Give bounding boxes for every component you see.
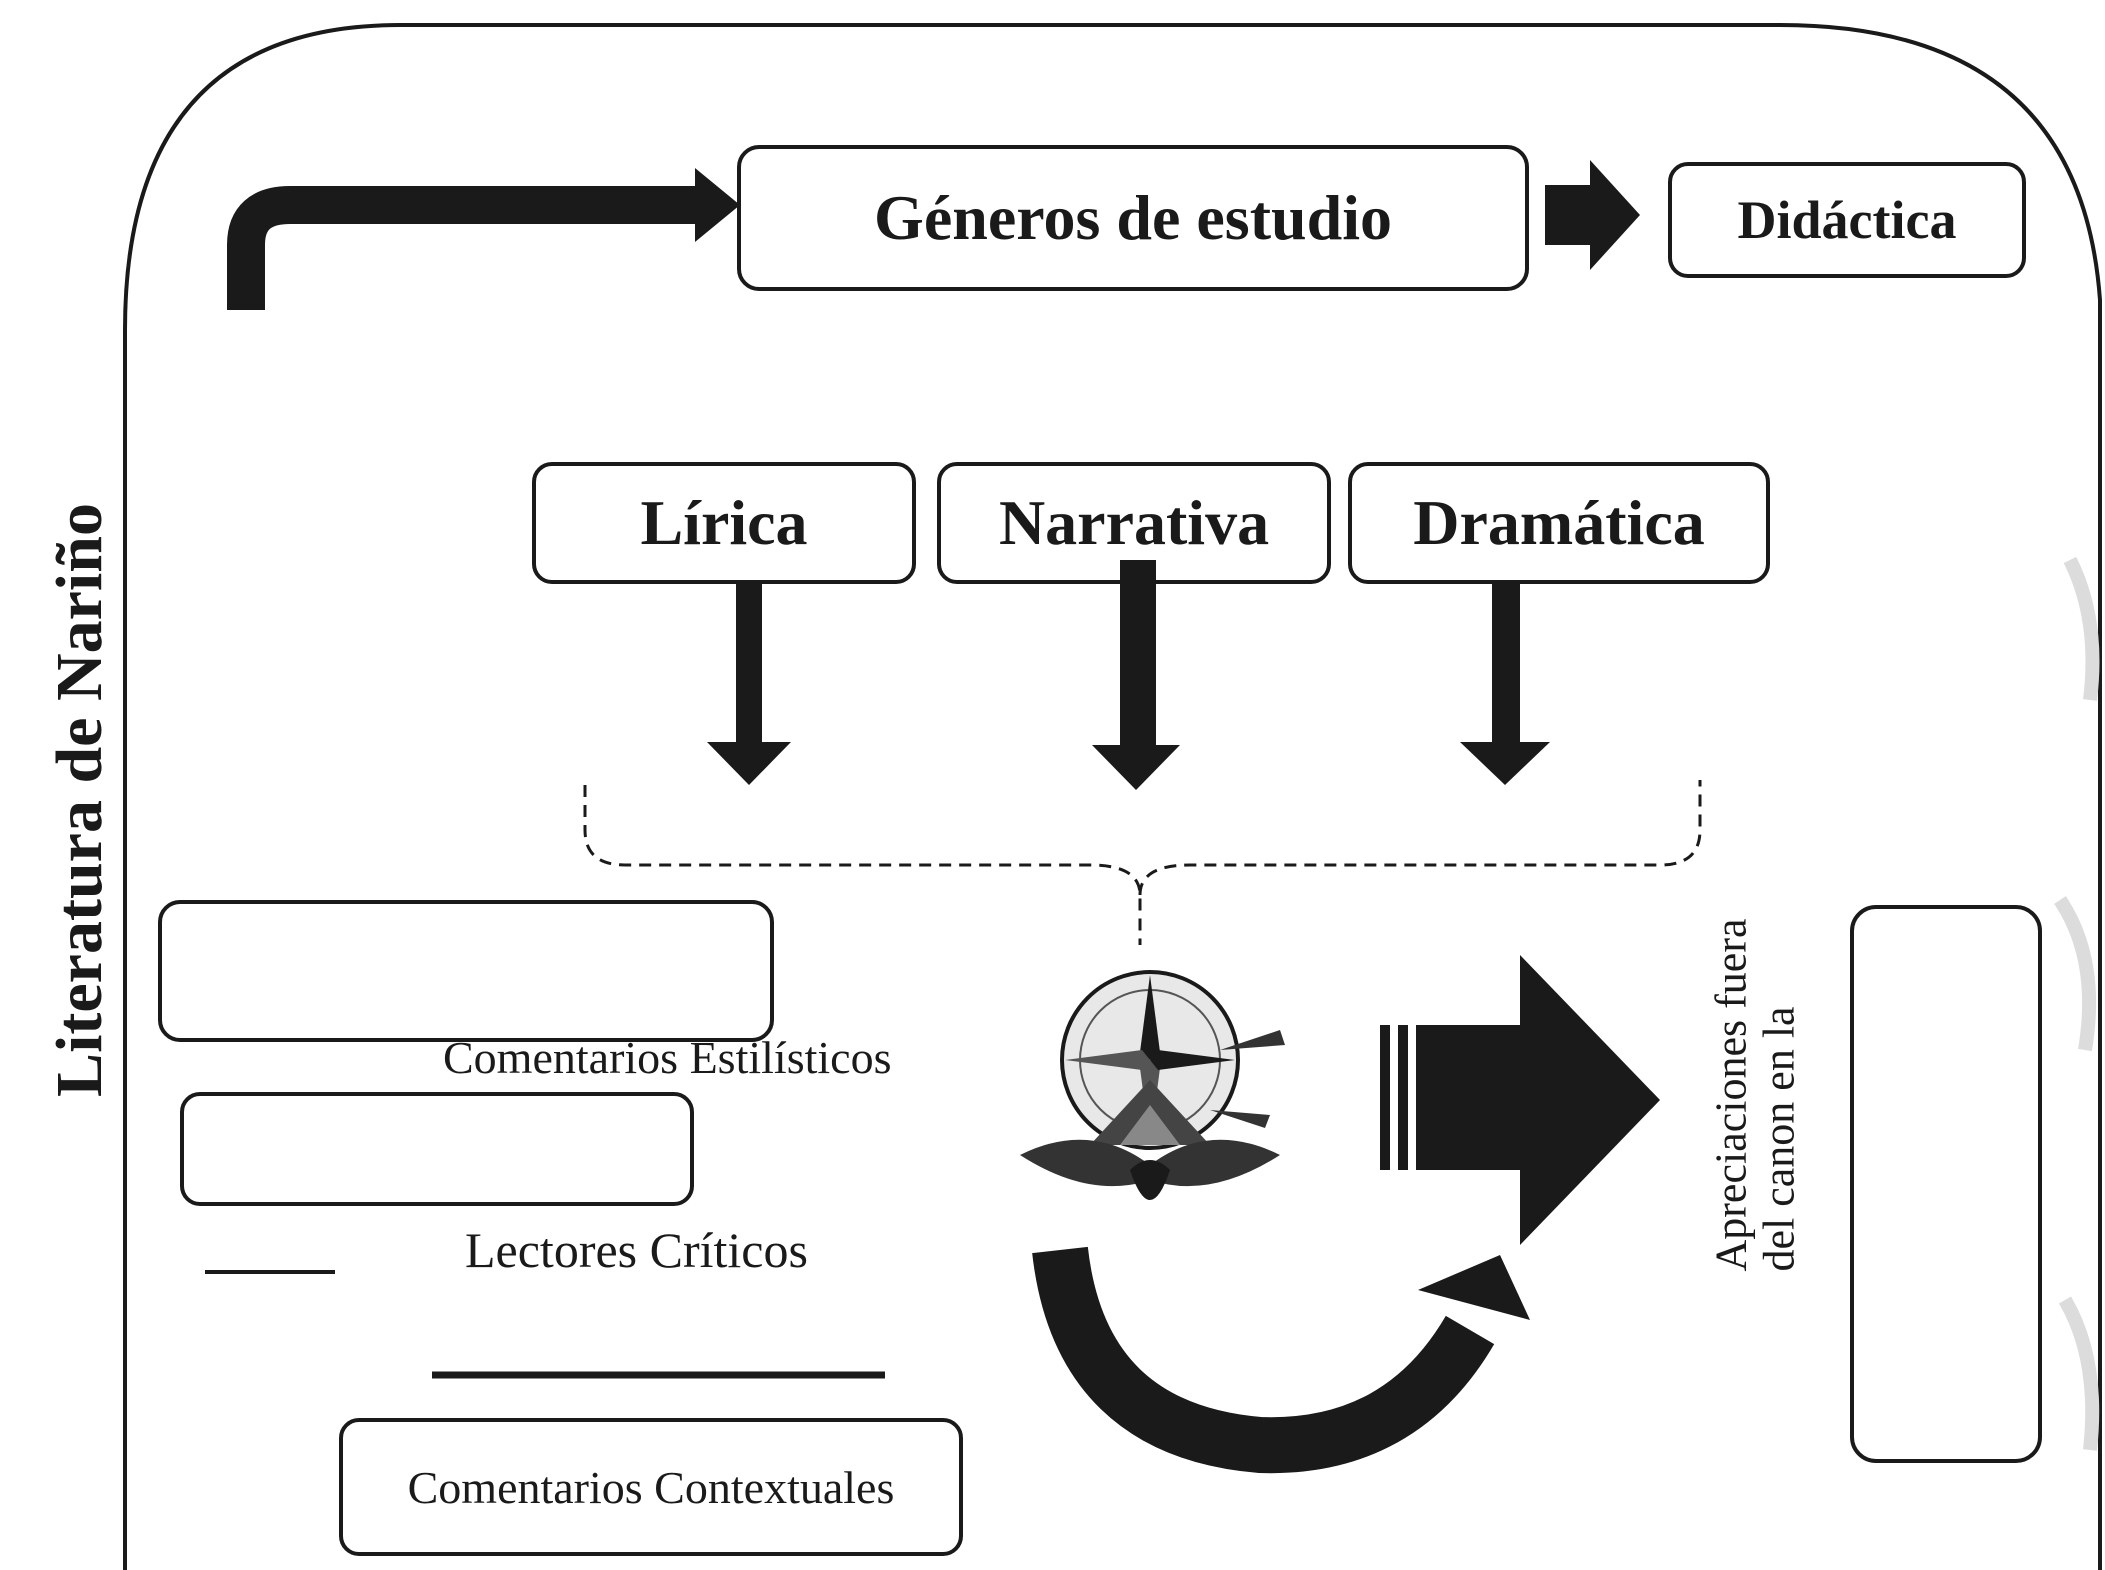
genre-box-dramatica: Dramática [1348, 462, 1770, 584]
genre-label-dramatica: Dramática [1413, 487, 1705, 558]
faint-watermark [2054, 556, 2100, 1451]
big-right-arrow [1380, 955, 1660, 1245]
curved-arrow-head [1418, 1255, 1530, 1320]
contextual-comments-box: Comentarios Contextuales [339, 1418, 963, 1556]
empty-box-1 [158, 900, 774, 1042]
curved-arrow [1032, 1246, 1495, 1474]
critical-readers-label: Lectores Críticos [465, 1222, 808, 1278]
outer-frame [123, 23, 2102, 1570]
genre-box-narrativa: Narrativa [937, 462, 1331, 584]
main-title: Literatura de Nariño [43, 503, 116, 1097]
compass-mountain-emblem [1020, 970, 1285, 1200]
genre-box-lirica: Lírica [532, 462, 916, 584]
down-arrow-narrativa [1092, 560, 1180, 790]
empty-box-2 [180, 1092, 694, 1206]
contextual-comments-label: Comentarios Contextuales [407, 1461, 895, 1513]
didactic-arrow [1545, 160, 1640, 270]
didactic-box: Didáctica [1668, 162, 2026, 278]
down-arrow-dramatica [1460, 580, 1550, 785]
genre-label-lirica: Lírica [640, 487, 808, 558]
dashed-brace [583, 780, 1702, 945]
down-arrow-lirica [707, 580, 791, 785]
genres-box: Géneros de estudio [737, 145, 1529, 291]
empty-tall-box [1850, 905, 2042, 1463]
didactic-label: Didáctica [1737, 190, 1957, 250]
appreciations-text: Apreciaciones fuera del canon en la [1706, 918, 1803, 1272]
genre-label-narrativa: Narrativa [998, 487, 1270, 558]
elbow-arrow [227, 186, 700, 310]
appreciations-line-1: Apreciaciones fuera [1706, 918, 1756, 1272]
elbow-arrow-head [695, 168, 740, 242]
stylistic-comments-label: Comentarios Estilísticos [443, 1032, 892, 1083]
appreciations-line-2: del canon en la [1754, 1006, 1803, 1272]
genres-label: Géneros de estudio [874, 182, 1392, 253]
